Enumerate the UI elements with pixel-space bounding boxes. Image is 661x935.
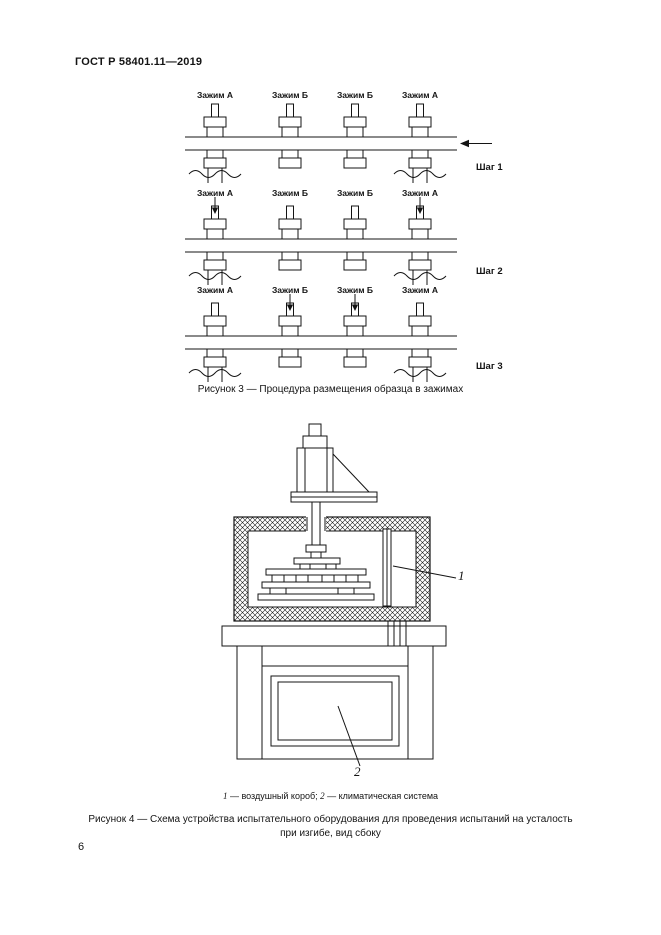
clamp-label: Зажим Б <box>271 285 309 295</box>
clamp-label: Зажим Б <box>336 188 374 198</box>
clamp-label: Зажим А <box>196 90 234 100</box>
press-arrow-icon <box>286 293 359 312</box>
machine-table <box>221 625 447 647</box>
air-duct <box>382 528 392 607</box>
crosshead-plate <box>290 491 378 503</box>
step-label: Шаг 3 <box>476 361 503 372</box>
figure4-caption-line2: при изгибе, вид сбоку <box>280 828 381 839</box>
actuator <box>296 423 370 493</box>
clamp-label: Зажим Б <box>271 188 309 198</box>
figure3-step2-diagram <box>185 196 457 286</box>
chamber-interior-fixture <box>257 544 375 601</box>
document-header: ГОСТ Р 58401.11—2019 <box>75 56 203 68</box>
figure3-step3-diagram <box>185 293 457 383</box>
clamp-label: Зажим А <box>401 285 439 295</box>
callout-1-leader <box>392 565 457 579</box>
callout-1: 1 <box>458 568 465 583</box>
figure4-diagram <box>221 423 457 767</box>
clamp-label: Зажим Б <box>271 90 309 100</box>
legend-number-2: 2 <box>320 791 325 801</box>
figure4-legend: 1 — воздушный короб; 2 — климатическая с… <box>0 791 661 801</box>
step-label: Шаг 1 <box>476 162 503 173</box>
insert-arrow-icon <box>460 139 492 148</box>
loading-rod <box>311 502 321 545</box>
figure3-step1-diagram <box>185 103 492 184</box>
legend-number-1: 1 <box>222 791 228 801</box>
press-arrow-icon <box>211 196 424 215</box>
legend-text-1: — воздушный короб; <box>227 791 321 801</box>
figure4-caption-line1: Рисунок 4 — Схема устройства испытательн… <box>88 814 573 825</box>
legend-text-2: — климатическая система <box>324 791 439 801</box>
figure3-caption: Рисунок 3 — Процедура размещения образца… <box>197 384 464 395</box>
callout-2: 2 <box>354 764 361 779</box>
clamp-label: Зажим Б <box>336 90 374 100</box>
clamp-label: Зажим А <box>401 188 439 198</box>
clamp-label: Зажим А <box>401 90 439 100</box>
callout-2-leader <box>337 705 361 767</box>
clamp-label: Зажим Б <box>336 285 374 295</box>
step-label: Шаг 2 <box>476 266 503 277</box>
machine-base <box>236 645 434 760</box>
clamp-label: Зажим А <box>196 188 234 198</box>
page-number: 6 <box>78 841 85 853</box>
clamp-label: Зажим А <box>196 285 234 295</box>
